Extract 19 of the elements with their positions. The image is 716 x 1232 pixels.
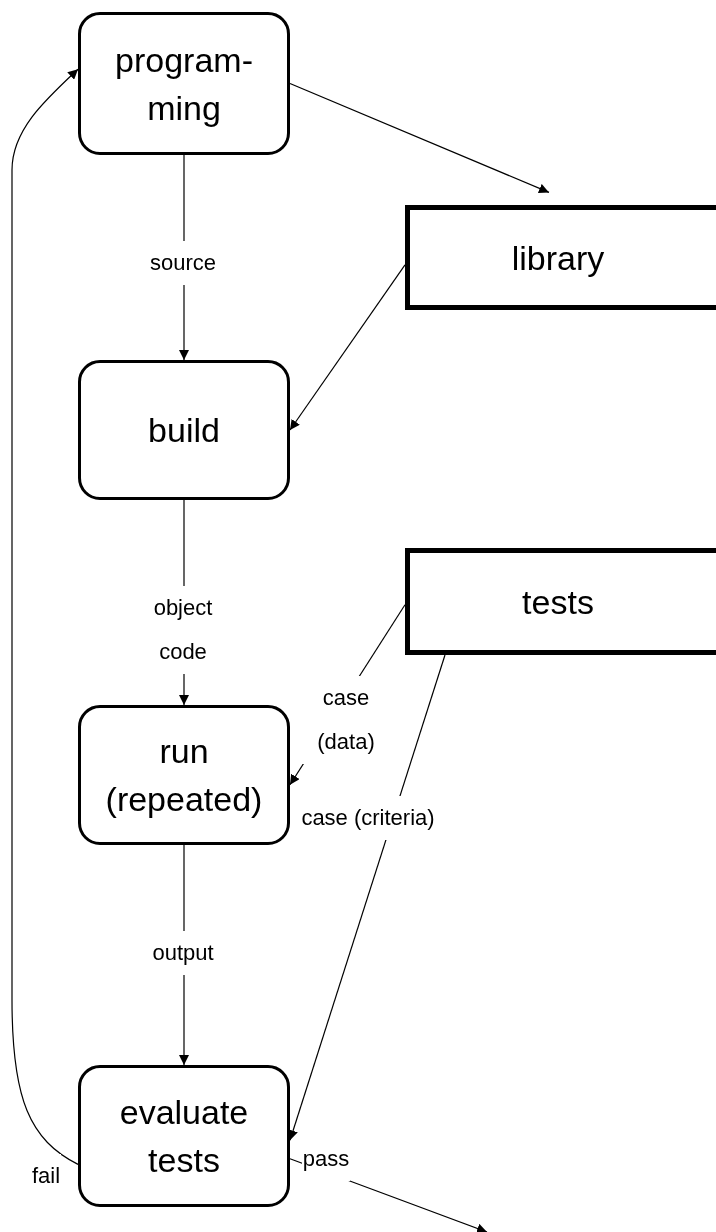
process-box — [78, 360, 290, 500]
edge-label: source — [148, 241, 217, 285]
node-label: program- ming — [114, 39, 254, 129]
arrow — [288, 654, 446, 1141]
node-label: run (repeated) — [104, 731, 264, 820]
arrow — [11, 68, 79, 1165]
node-label: build — [148, 410, 220, 451]
process-box — [78, 705, 290, 845]
arrow — [289, 82, 550, 194]
node-label: tests — [522, 581, 594, 623]
arrow — [289, 264, 406, 431]
process-box — [405, 548, 716, 655]
process-box — [78, 1065, 290, 1207]
node-label: evaluate tests — [118, 1092, 250, 1181]
process-box — [78, 12, 290, 155]
process-box — [405, 205, 716, 310]
edge-label: case (criteria) — [300, 796, 436, 840]
edge-label: output — [151, 931, 215, 975]
node-label: library — [511, 237, 605, 279]
